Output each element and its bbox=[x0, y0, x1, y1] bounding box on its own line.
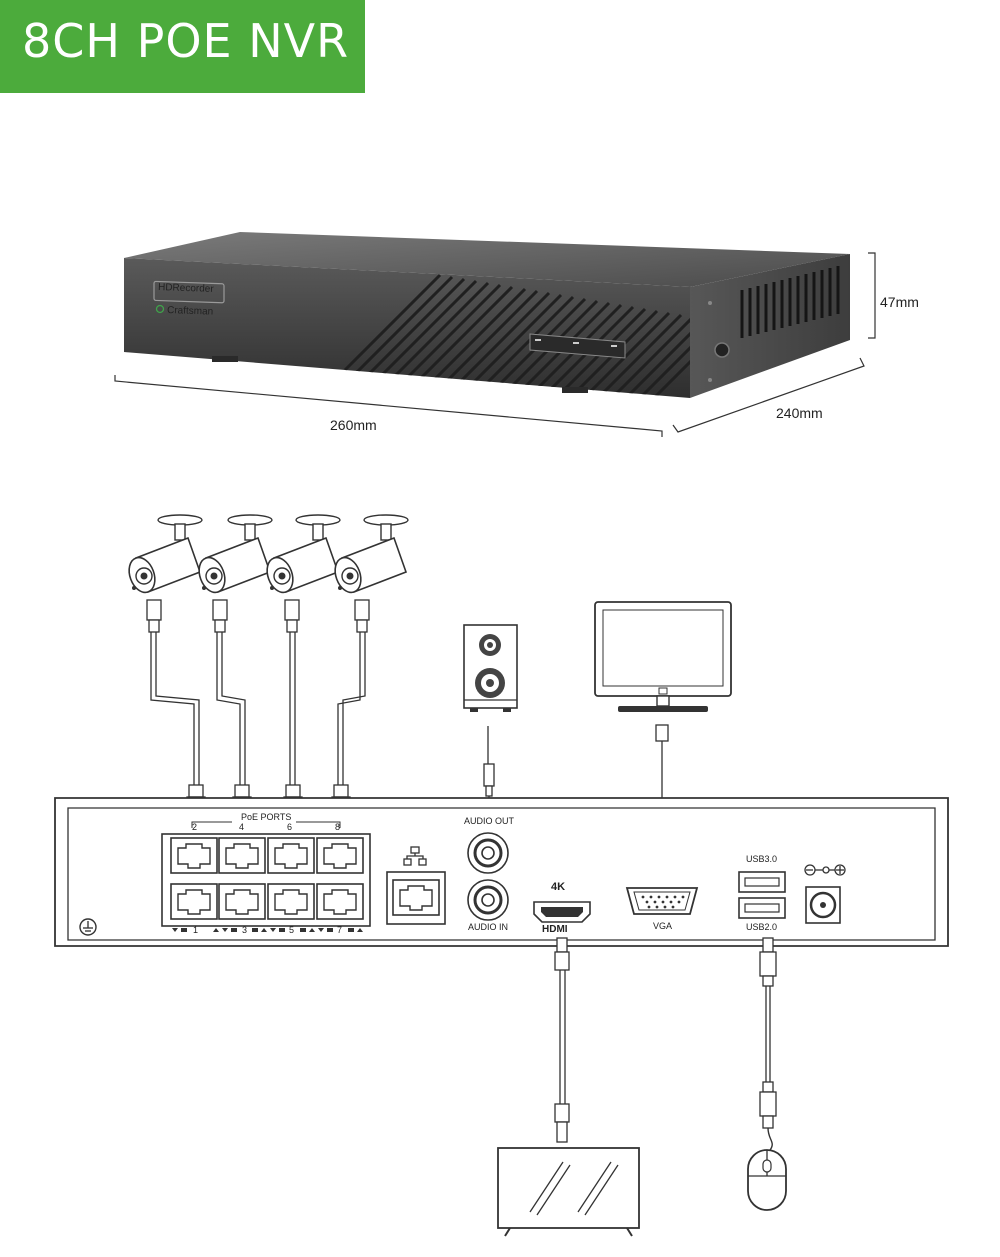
poe-top-number: 6 bbox=[287, 822, 292, 832]
poe-bottom-number: 7 bbox=[337, 925, 342, 935]
poe-top-number: 8 bbox=[335, 822, 340, 832]
usb3-port[interactable] bbox=[738, 871, 786, 893]
vga-port[interactable] bbox=[625, 887, 699, 915]
camera-icon bbox=[123, 514, 409, 597]
audio-out-label: AUDIO OUT bbox=[464, 816, 515, 826]
network-icon bbox=[403, 846, 427, 866]
width-dimension: 260mm bbox=[330, 417, 377, 433]
usb2-port[interactable] bbox=[738, 897, 786, 919]
dc-polarity-icon bbox=[804, 864, 846, 876]
poe-bottom-number: 1 bbox=[193, 925, 198, 935]
title-banner: 8CH POE NVR bbox=[0, 0, 365, 93]
monitor-icon bbox=[594, 601, 732, 712]
audio-in-jack[interactable] bbox=[467, 879, 509, 921]
audio-in-label: AUDIO IN bbox=[468, 922, 508, 932]
hdmi-resolution-label: 4K bbox=[551, 881, 565, 893]
poe-top-number: 4 bbox=[239, 822, 244, 832]
audio-out-jack[interactable] bbox=[467, 832, 509, 874]
poe-bottom-number: 3 bbox=[242, 925, 247, 935]
usb2-label: USB2.0 bbox=[746, 922, 777, 932]
ground-icon bbox=[79, 918, 97, 936]
poe-cables bbox=[150, 632, 366, 785]
nvr-front-view: HDRecorder Craftsman bbox=[124, 232, 850, 398]
poe-ports-label: PoE PORTS bbox=[241, 812, 291, 822]
poe-bracket bbox=[191, 821, 341, 828]
rj45-connectors bbox=[146, 599, 370, 812]
hdmi-logo-text: HDMI bbox=[542, 924, 568, 935]
poe-bottom-number: 5 bbox=[289, 925, 294, 935]
usb-cable bbox=[759, 937, 777, 1129]
vga-label: VGA bbox=[653, 921, 672, 931]
poe-led-indicators bbox=[172, 928, 363, 932]
hdmi-port[interactable] bbox=[533, 901, 591, 923]
poe-top-number: 2 bbox=[192, 822, 197, 832]
tv-icon bbox=[497, 1147, 640, 1237]
dimension-lines bbox=[114, 252, 876, 437]
speaker-icon bbox=[463, 624, 518, 712]
usb3-label: USB3.0 bbox=[746, 854, 777, 864]
front-badge-text: HDRecorder bbox=[158, 282, 215, 295]
mouse-icon bbox=[747, 1127, 787, 1211]
dc-power-port[interactable] bbox=[805, 886, 841, 924]
brand-logo-text: Craftsman bbox=[167, 305, 213, 318]
page-title: 8CH POE NVR bbox=[22, 14, 350, 68]
poe-port-block bbox=[161, 833, 371, 927]
height-dimension: 47mm bbox=[880, 294, 919, 310]
depth-dimension: 240mm bbox=[776, 405, 823, 421]
hdmi-cable bbox=[554, 937, 570, 1143]
audio-cable bbox=[483, 726, 495, 805]
